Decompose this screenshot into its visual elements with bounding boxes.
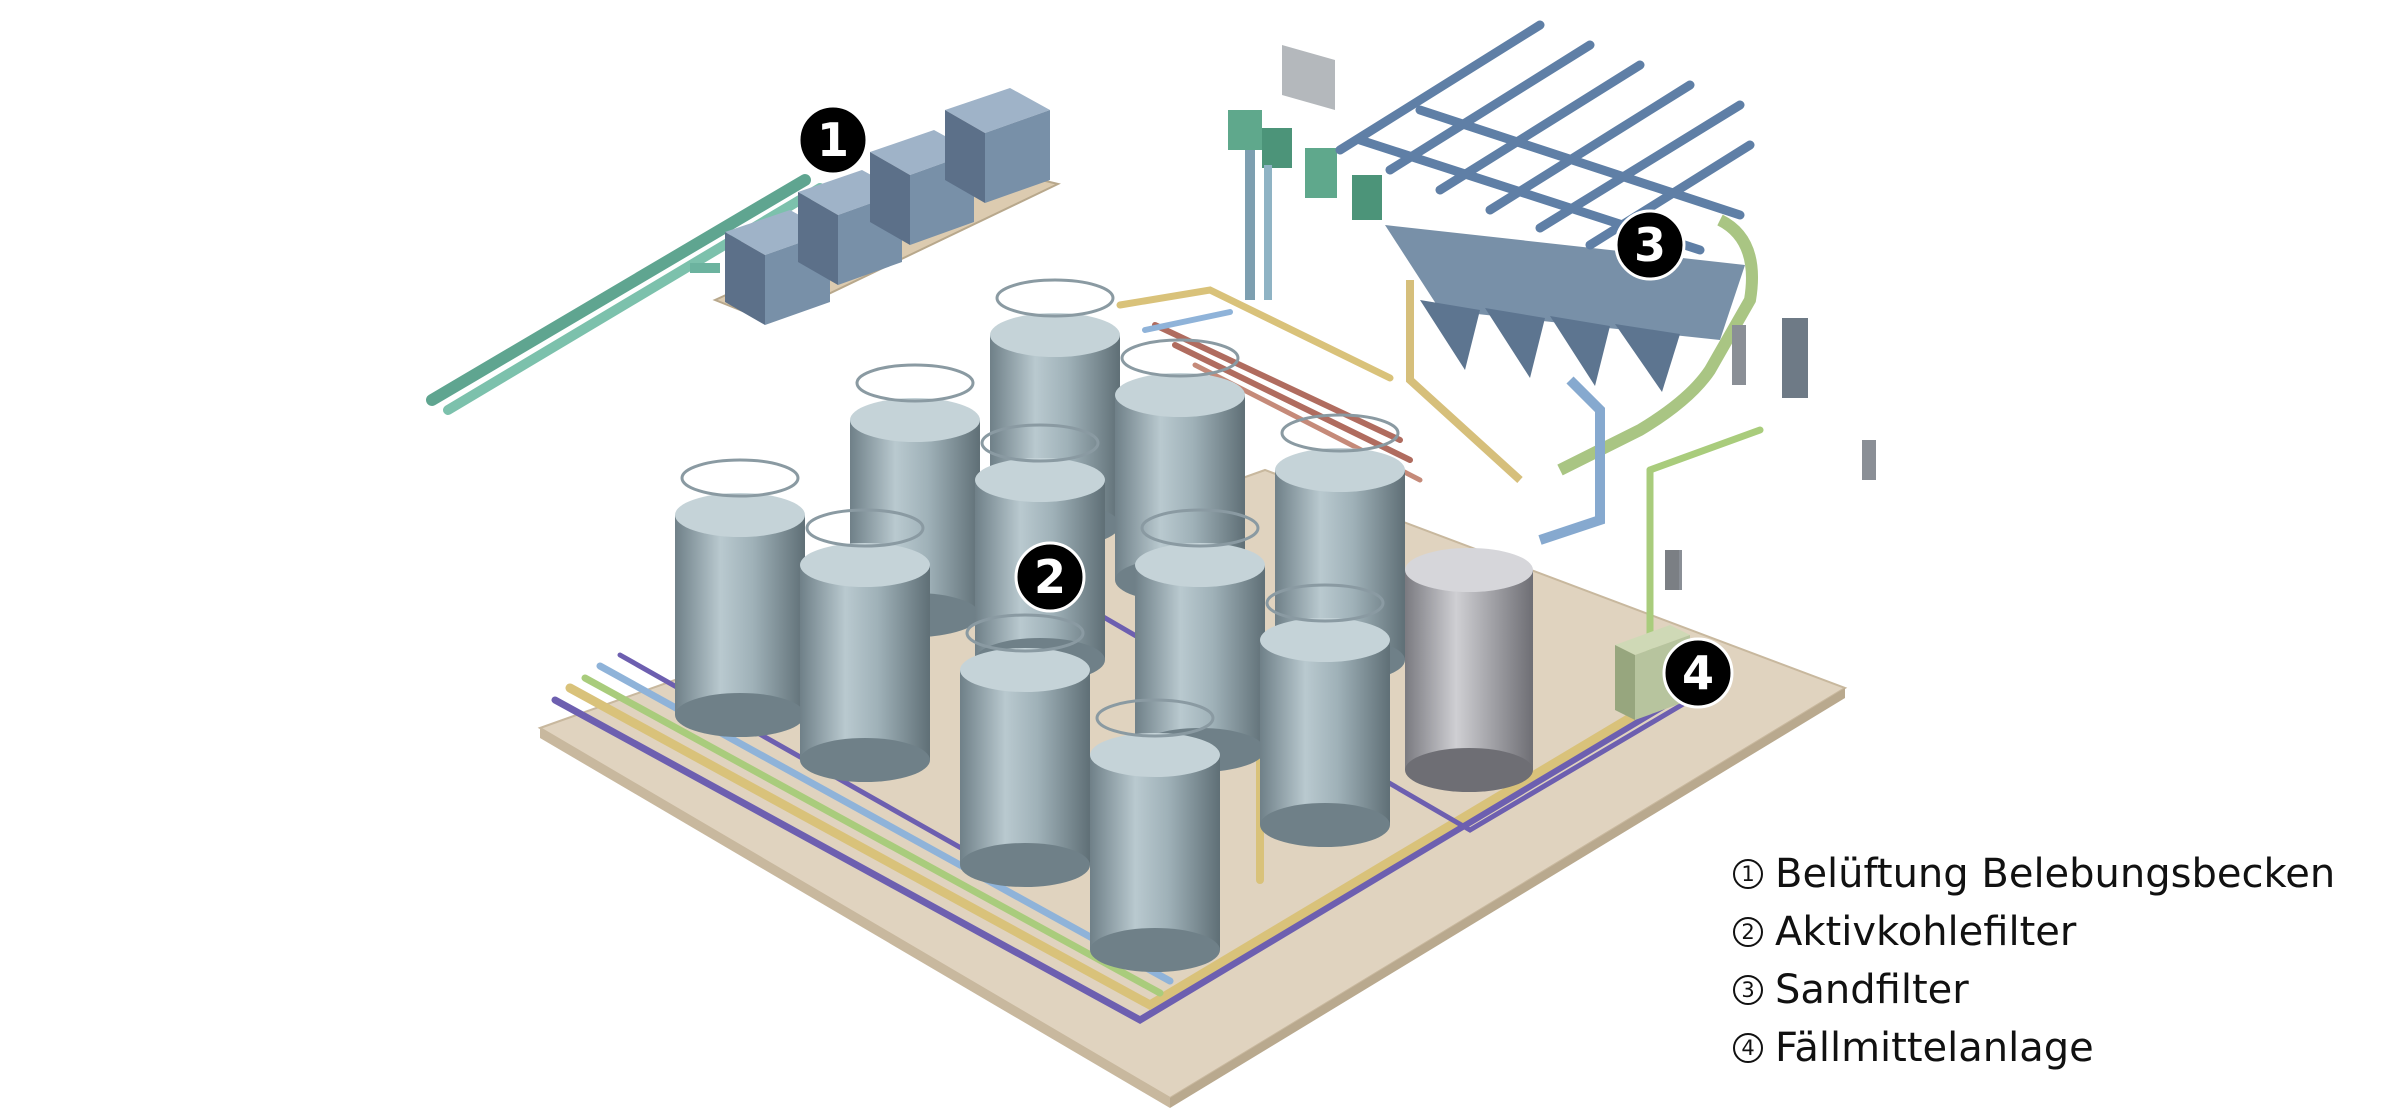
callout-marker: 4: [1662, 637, 1734, 709]
filter-tank: [960, 613, 1090, 887]
floor-slab-edge: [540, 728, 1170, 1108]
control-cabinet: [1305, 148, 1337, 198]
dosing-cabinet: [1615, 625, 1690, 655]
legend-item: 1 Belüftung Belebungsbecken: [1733, 845, 2393, 903]
dosing-cabinet: [1615, 645, 1635, 720]
filter-hopper: [1420, 300, 1480, 370]
wall-panel: [1665, 550, 1679, 590]
legend-item: 2 Aktivkohlefilter: [1733, 903, 2393, 961]
valve-body: [1862, 440, 1876, 480]
backwash-pipe: [1406, 280, 1523, 483]
control-cabinet: [1352, 175, 1382, 220]
slide-gate: [1782, 318, 1808, 398]
legend-item: 3 Sandfilter: [1733, 961, 2393, 1019]
legend: 1 Belüftung Belebungsbecken 2 Aktivkohle…: [1733, 845, 2393, 1077]
legend-number: 4: [1733, 1033, 1763, 1063]
aeration-pipe: [426, 174, 811, 406]
wall-plate: [1282, 45, 1335, 110]
legend-number: 3: [1733, 975, 1763, 1005]
legend-text: Belüftung Belebungsbecken: [1775, 851, 2336, 897]
storage-tank: [1405, 548, 1533, 792]
marker-number: 2: [1034, 550, 1066, 604]
filter-hopper: [1550, 316, 1610, 386]
marker-number: 1: [817, 113, 849, 167]
marker-number: 3: [1634, 218, 1666, 272]
activated-carbon-tank-group: [675, 278, 1533, 972]
filter-tank: [800, 508, 930, 782]
sand-filter-group: [1228, 20, 1876, 590]
legend-text: Sandfilter: [1775, 967, 1969, 1013]
callout-marker: 2: [1014, 541, 1086, 613]
callout-marker: 3: [1614, 209, 1686, 281]
overhead-pipe-rack: [1335, 20, 1755, 255]
legend-text: Fällmittelanlage: [1775, 1025, 2094, 1071]
filter-tank: [675, 458, 805, 737]
legend-number: 2: [1733, 917, 1763, 947]
marker-number: 4: [1682, 646, 1714, 700]
blower-unit: [945, 88, 1050, 203]
backwash-pipe: [1557, 214, 1758, 476]
backwash-pipe: [1538, 376, 1605, 545]
floor-slab-edge-right: [1170, 688, 1845, 1108]
filter-tank: [1135, 508, 1265, 772]
floor-pipe-network: [551, 286, 1764, 1025]
control-cabinet: [1228, 110, 1262, 150]
legend-item: 4 Fällmittelanlage: [1733, 1019, 2393, 1077]
aeration-blower-group: [426, 88, 1061, 415]
callout-marker: 1: [797, 104, 869, 176]
valve-body: [1732, 325, 1746, 385]
filter-hopper: [1485, 308, 1545, 378]
legend-text: Aktivkohlefilter: [1775, 909, 2077, 955]
filter-tank: [1260, 583, 1390, 847]
filter-hopper: [1615, 324, 1680, 392]
filter-tank: [1090, 698, 1220, 972]
legend-number: 1: [1733, 859, 1763, 889]
control-cabinet: [1262, 128, 1292, 168]
